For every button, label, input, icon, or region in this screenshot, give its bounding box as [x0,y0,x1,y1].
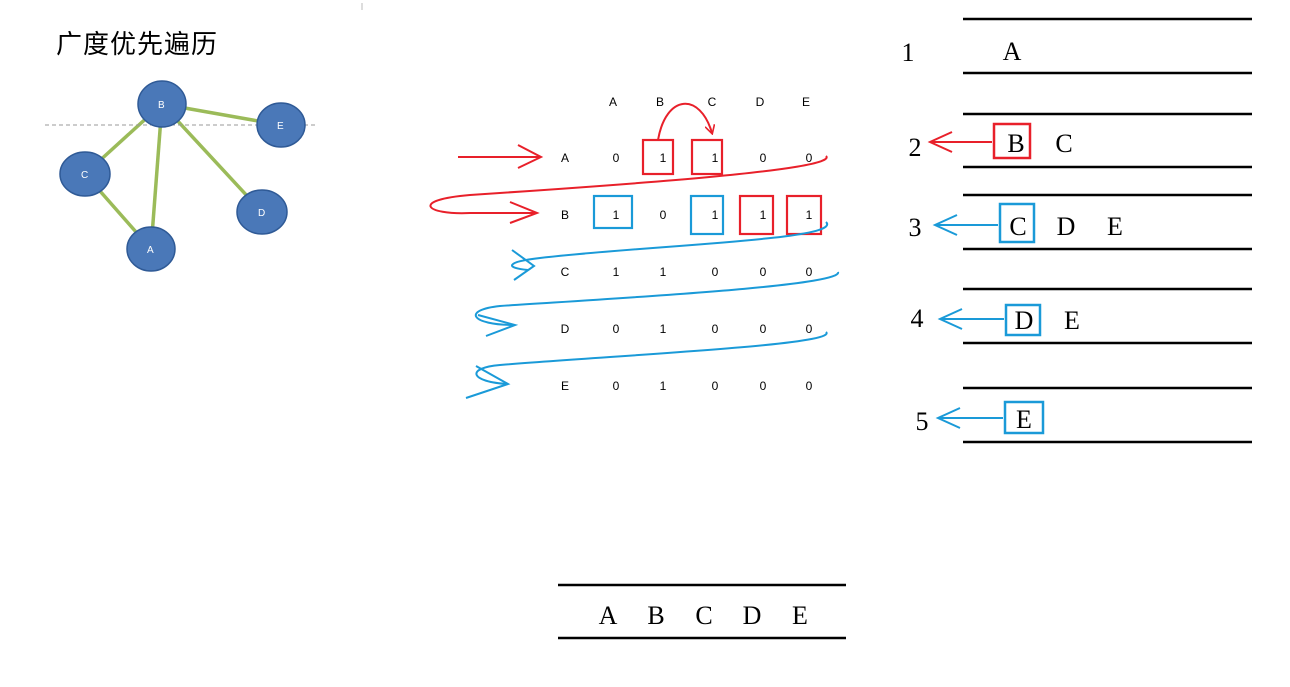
highlight-B-E [785,194,823,236]
matrix-cell-B-D: 1 [760,208,767,222]
queue-steps: 1 A 2 B C 3 C D E 4 D E 5 E [902,17,1252,444]
matrix-row-header-C: C [561,265,570,279]
matrix-cell-E-D: 0 [760,379,767,393]
queue-item-D: D [1015,306,1034,335]
queue-step-number: 1 [902,38,915,67]
highlight-A-B [641,138,675,176]
arrow-head-row-B-icon [509,201,540,224]
matrix-cell-C-B: 1 [660,265,667,279]
highlight-B-A [592,194,634,230]
matrix-cell-D-B: 1 [660,322,667,336]
result-item-A: A [599,601,618,630]
edge-B-A [149,103,164,250]
matrix-row-header-B: B [561,208,569,222]
graph-node-label-B: B [158,100,165,111]
matrix-cell-B-B: 0 [660,208,667,222]
queue-step-number: 5 [916,407,929,436]
matrix-cell-B-A: 1 [613,208,620,222]
matrix-cell-D-D: 0 [760,322,767,336]
queue-head-highlight [998,202,1036,244]
matrix-cell-D-C: 0 [712,322,719,336]
queue-step-number: 2 [909,133,922,162]
matrix-col-header-E: E [802,95,810,109]
loop-D-to-E [475,331,828,385]
matrix-cell-D-A: 0 [613,322,620,336]
matrix-cell-C-D: 0 [760,265,767,279]
edge-B-D [160,102,264,214]
graph-node-C [59,151,111,197]
dequeue-arrow-head-icon [937,308,963,330]
matrix-col-header-C: C [708,95,717,109]
graph: B E C D A [45,80,315,272]
matrix-cell-C-A: 1 [613,265,620,279]
graph-node-B [137,80,187,128]
queue-item-B: B [1007,129,1024,158]
matrix-cell-E-A: 0 [613,379,620,393]
matrix-cell-A-D: 0 [760,151,767,165]
matrix-cell-B-C: 1 [712,208,719,222]
graph-node-label-C: C [81,170,88,181]
queue-item-C: C [1055,129,1072,158]
matrix-col-header-A: A [609,95,617,109]
queue-item-E: E [1107,212,1123,241]
result-item-E: E [792,601,808,630]
matrix-highlights [592,138,823,236]
highlight-B-D [738,194,775,236]
arrow-head-row-A-icon [517,144,544,169]
matrix-row-header-D: D [561,322,570,336]
arrow-head-row-C-icon [511,249,536,281]
matrix-cell-C-E: 0 [806,265,813,279]
loop-B-to-C [511,221,829,271]
hop-arrow-icon [657,102,712,141]
queue-item-E: E [1064,306,1080,335]
matrix-cell-A-E: 0 [806,151,813,165]
loop-C-to-D [474,271,840,326]
matrix-cell-E-C: 0 [712,379,719,393]
highlight-A-C [690,138,724,176]
highlight-B-C [689,194,725,236]
matrix-col-header-B: B [656,95,664,109]
graph-node-A [126,226,176,272]
graph-node-E [256,102,306,148]
matrix-cell-A-B: 1 [660,151,667,165]
queue-head-highlight [1004,303,1042,337]
queue-item-C: C [1009,212,1026,241]
result-item-C: C [695,601,712,630]
matrix-cell-B-E: 1 [806,208,813,222]
queue-head-highlight [1003,400,1045,435]
result-item-D: D [743,601,762,630]
dequeue-arrow-head-icon [932,214,958,236]
queue-head-highlight [992,122,1032,160]
queue-item-A: A [1003,37,1022,66]
matrix-row-header-A: A [561,151,569,165]
graph-node-label-D: D [258,208,265,219]
matrix-cell-A-C: 1 [712,151,719,165]
loop-A-to-B [429,155,828,215]
result-item-B: B [647,601,664,630]
page-title: 广度优先遍历 [56,30,219,60]
traversal-paths [429,144,840,399]
queue-step-number: 4 [911,304,924,333]
matrix-cell-C-C: 0 [712,265,719,279]
graph-node-D [236,189,288,235]
arrow-head-row-D-icon [477,314,519,337]
matrix-row-header-E: E [561,379,569,393]
matrix-cell-E-B: 1 [660,379,667,393]
matrix-cell-D-E: 0 [806,322,813,336]
matrix-cell-E-E: 0 [806,379,813,393]
dequeue-arrow-head-icon [927,131,953,153]
graph-node-label-E: E [277,121,284,132]
queue-item-E: E [1016,405,1032,434]
dequeue-arrow-head-icon [935,407,961,429]
queue-item-D: D [1057,212,1076,241]
arrow-head-row-E-icon [465,365,511,399]
matrix-cell-A-A: 0 [613,151,620,165]
queue-step-number: 3 [909,213,922,242]
graph-node-label-A: A [147,245,154,256]
matrix-col-header-D: D [756,95,765,109]
